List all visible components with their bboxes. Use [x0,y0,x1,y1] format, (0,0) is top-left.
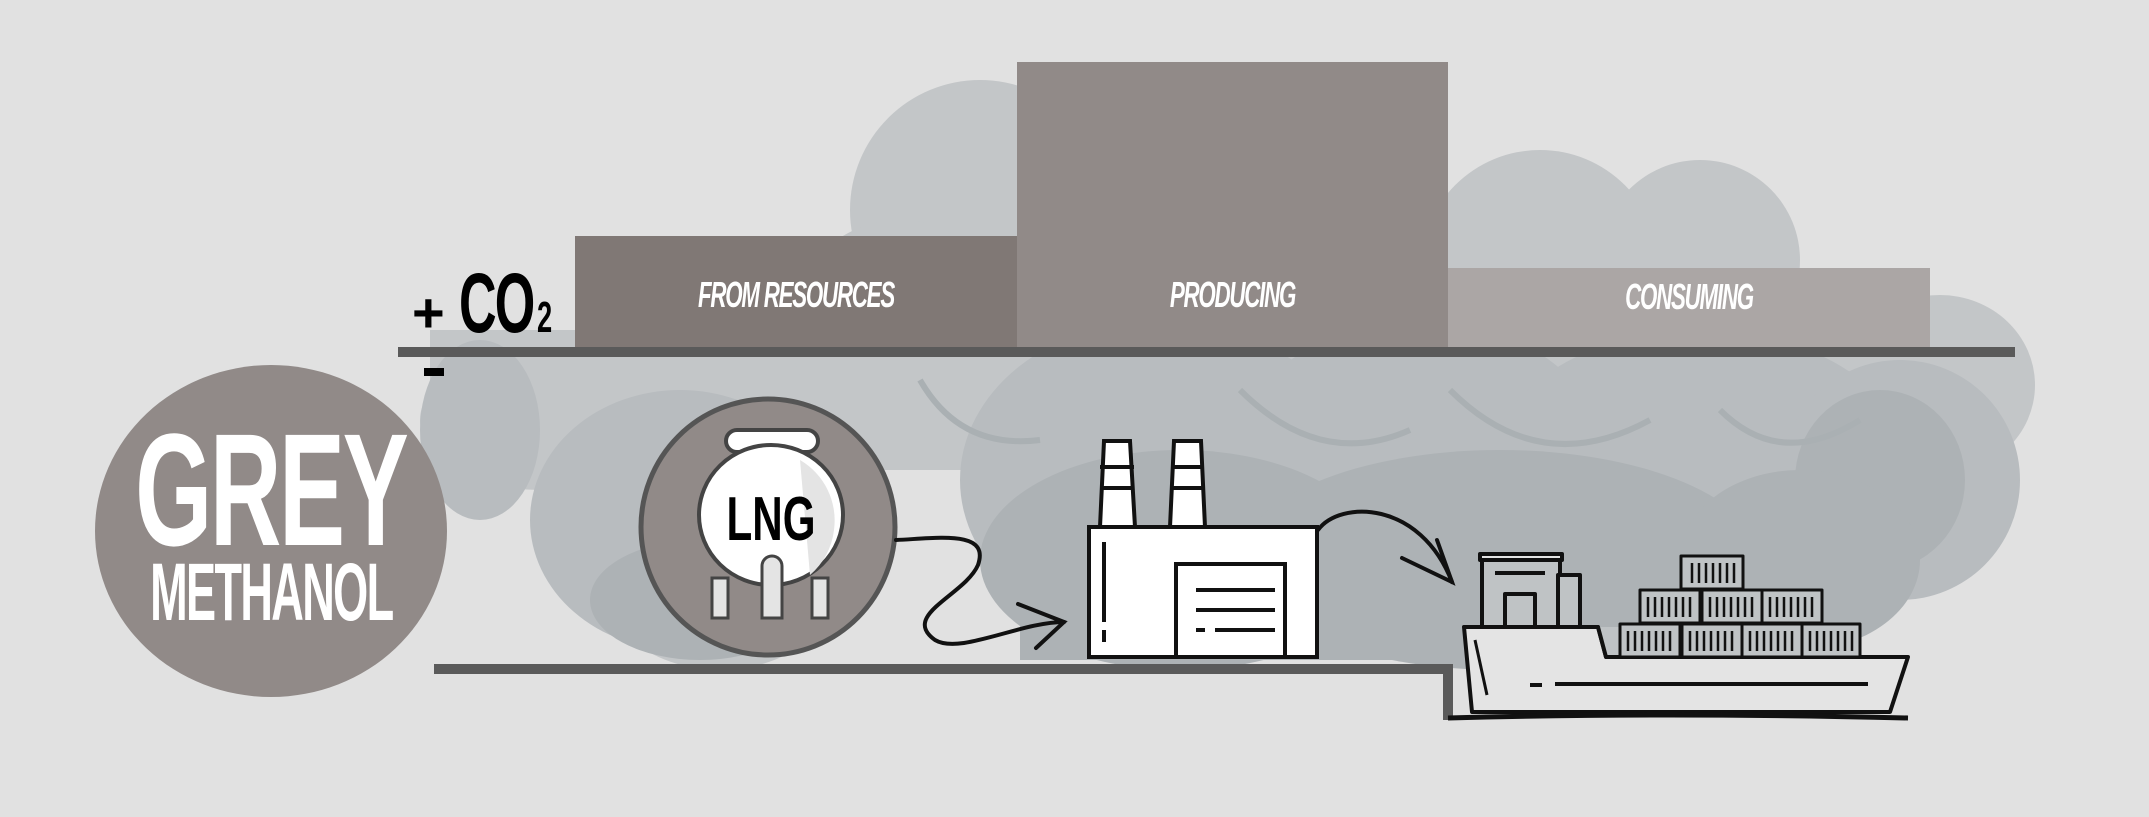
upper-axis-line [398,347,2015,357]
bar-label-producing: PRODUCING [1169,274,1296,315]
badge-title-grey: GREY [135,400,409,579]
bar-consuming: CONSUMING [1448,268,1930,352]
co2-axis-label: + CO 2 [412,255,557,352]
plus-sign: + [412,281,445,344]
bar-label-consuming: CONSUMING [1625,276,1754,317]
minus-sign [424,368,444,376]
badge-title-methanol: METHANOL [149,547,394,638]
lng-tank-icon: LNG [638,396,898,658]
lng-label: LNG [727,485,816,554]
grey-methanol-badge: GREY METHANOL [95,365,447,697]
factory-icon [1087,439,1319,659]
bar-producing: PRODUCING [1017,62,1448,352]
bar-label-from-resources: FROM RESOURCES [698,274,895,315]
bar-from-resources: FROM RESOURCES [575,236,1017,352]
arrow-icon [894,535,1068,650]
arrow-icon [1316,509,1456,586]
co2-subscript: 2 [536,293,552,342]
lower-axis-line [434,664,1448,674]
container-slats [1626,563,1854,651]
container-ship-icon [1447,552,1910,721]
lower-axis-step [1443,664,1453,720]
